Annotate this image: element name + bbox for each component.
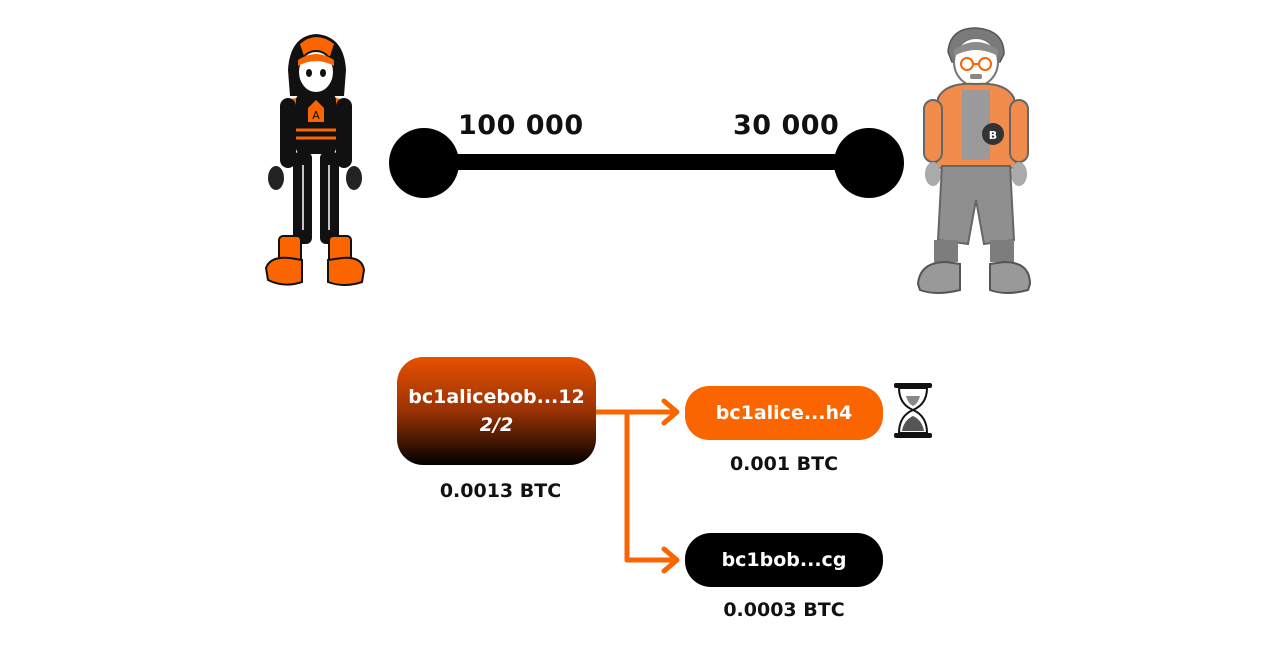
alice-output-box: bc1alice...h4 [685,386,883,440]
alice-output-amount: 0.001 BTC [729,453,839,475]
svg-text:B: B [989,129,997,142]
bob-output-box: bc1bob...cg [685,533,883,587]
bob-output-amount: 0.0003 BTC [723,599,845,621]
funding-output-address: bc1alicebob...12 [408,386,585,408]
bob-channel-balance: 30 000 [733,110,840,141]
bob-output-address: bc1bob...cg [721,549,847,571]
alice-channel-balance: 100 000 [458,110,584,141]
channel-line [440,154,860,170]
alice-output-address: bc1alice...h4 [715,402,853,424]
funding-output-amount: 0.0013 BTC [439,480,562,502]
alice-channel-node [389,128,459,198]
bob-channel-node [834,128,904,198]
funding-output-signatures: 2/2 [479,414,514,436]
svg-text:A: A [312,109,320,122]
funding-output-box: bc1alicebob...12 2/2 [397,357,596,465]
